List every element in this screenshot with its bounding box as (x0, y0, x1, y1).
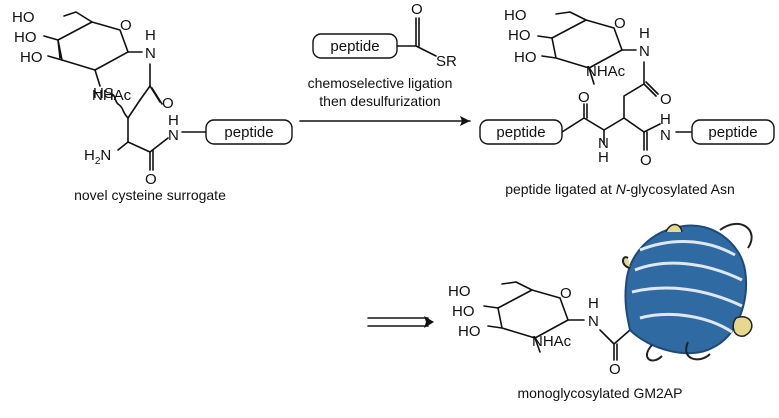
surrogate-amine-wedge (117, 141, 129, 151)
conditions-line-1: chemoselective ligation (308, 75, 453, 91)
multistep-arrow-head (424, 316, 434, 328)
glycoprotein-sugar-ring (497, 289, 569, 339)
product-hydroxyl-2: HO (508, 27, 531, 44)
glycoprotein-caption: monoglycosylated GM2AP (518, 385, 683, 401)
surrogate-carbonyl-o-2: O (145, 171, 157, 188)
gm2ap-protein-cartoon (622, 223, 753, 362)
product-side-chain (623, 61, 645, 119)
product-carbonyl-o-left: O (578, 89, 590, 106)
surrogate-hydroxyl-1: HO (12, 9, 35, 26)
reagent-thioester-bonds (396, 17, 437, 57)
product-sugar-ring (551, 19, 623, 69)
glycoprotein-hydroxyl-2: HO (452, 303, 475, 320)
surrogate-oh-bond-3 (47, 55, 63, 61)
ligated-product-structure: HO HO HO O H N NHAc O O O N H H N peptid… (479, 7, 775, 197)
product-carbonyl-o-side: O (660, 91, 672, 108)
helix-top (665, 223, 683, 233)
glycoprotein-oh-bond-2 (483, 305, 499, 309)
surrogate-anomeric-n: N (145, 45, 156, 62)
glycoprotein-oh-bond-3 (487, 325, 503, 329)
product-carbonyl-o-right: O (640, 152, 652, 169)
product-oh-bond-2 (537, 35, 553, 39)
surrogate-carbonyl-2 (127, 141, 154, 171)
surrogate-ch2oh-bond (63, 11, 93, 23)
surrogate-peptide-box (205, 119, 293, 145)
glycoprotein-anomeric-h: H (588, 295, 599, 312)
product-side-carbonyl (643, 81, 659, 97)
glycoprotein-hydroxyl-3: HO (458, 323, 481, 340)
beta-strand-4 (639, 312, 733, 334)
product-right-amide (643, 123, 661, 133)
product-peptide-box-left (479, 119, 563, 145)
surrogate-amide-n: N (168, 127, 179, 144)
product-caption-italic: N (616, 181, 627, 197)
product-left-nh-n: N (598, 135, 609, 152)
surrogate-caption: novel cysteine surrogate (74, 187, 226, 203)
surrogate-carbonyl-1 (149, 85, 163, 105)
product-anomeric-n: N (639, 43, 650, 60)
surrogate-amide-bond (139, 63, 151, 101)
coil-loops (646, 223, 753, 362)
glycoprotein-amide-bonds (599, 329, 631, 361)
product-left-carbonyl (583, 103, 605, 131)
product-anomeric-h: H (639, 25, 650, 42)
surrogate-peptide-label: peptide (224, 124, 273, 141)
glycoprotein-nhac-bond (534, 337, 541, 353)
surrogate-sugar-ring (57, 21, 129, 71)
product-peptide-left-label: peptide (496, 124, 545, 141)
product-caption: peptide ligated at N-glycosylated Asn (505, 181, 735, 197)
conditions-line-2: then desulfurization (319, 93, 440, 109)
surrogate-amide-h: H (168, 112, 179, 129)
glycoprotein-ch2oh-bond (501, 281, 533, 291)
glycoprotein-anomeric-n: N (588, 313, 599, 330)
product-left-nh-h: H (598, 149, 609, 166)
product-hydroxyl-3: HO (514, 49, 537, 66)
product-peptide-right-label: peptide (708, 124, 757, 141)
reaction-arrow-head (460, 116, 470, 126)
surrogate-hydroxyl-2: HO (14, 29, 37, 46)
cysteine-surrogate-structure: HO HO HO O H N NHAc HS O O H N H2N pepti… (12, 9, 293, 203)
beta-strand-1 (639, 240, 736, 257)
product-oh-bond-3 (541, 55, 557, 59)
product-left-peptide-link (561, 117, 585, 133)
product-ring-oxygen: O (614, 15, 626, 32)
product-peptide-box-right (691, 119, 775, 145)
reagent-oxygen: O (411, 1, 423, 18)
multistep-arrow (367, 316, 434, 328)
reagent-peptide-label: peptide (330, 38, 379, 55)
glycoprotein-structure: HO HO HO O H N NHAc O monoglycosylated G… (448, 223, 753, 401)
product-caption-prefix: peptide ligated at (505, 181, 616, 197)
reagent-and-conditions: peptide O SR chemoselective ligation the… (299, 1, 471, 126)
surrogate-acetamide: NHAc (92, 87, 132, 104)
glycoprotein-ring-oxygen: O (560, 285, 572, 302)
beta-strand-3 (631, 286, 743, 308)
product-right-carbonyl (623, 117, 648, 151)
surrogate-anomeric-h: H (145, 27, 156, 44)
beta-strand-2 (634, 261, 743, 282)
helix-right (732, 316, 753, 337)
product-nhac-bond (588, 67, 595, 85)
surrogate-nhac-bond (94, 69, 101, 87)
product-ch2oh-bond (555, 11, 587, 21)
surrogate-amide-2 (149, 137, 169, 153)
product-right-nh-n: N (660, 127, 671, 144)
glycoprotein-carbonyl-o: O (609, 361, 621, 378)
surrogate-oh-bond-2 (43, 35, 59, 41)
surrogate-hydroxyl-3: HO (20, 49, 43, 66)
surrogate-backbone (127, 99, 141, 143)
helix-left (622, 256, 631, 269)
product-caption-suffix: -glycosylated Asn (626, 181, 735, 197)
reagent-thioester-group: SR (436, 53, 457, 70)
surrogate-amine: H2N (84, 147, 111, 167)
surrogate-carbonyl-o-1: O (162, 95, 174, 112)
surrogate-wavy-bond (111, 93, 129, 119)
glycoprotein-acetamide: NHAc (532, 333, 572, 350)
surrogate-ring-oxygen: O (120, 17, 132, 34)
product-right-nh-h: H (660, 111, 671, 128)
surrogate-thiol: HS (93, 85, 114, 102)
glycoprotein-hydroxyl-1: HO (448, 283, 471, 300)
product-hydroxyl-1: HO (504, 7, 527, 24)
product-acetamide: NHAc (586, 63, 626, 80)
